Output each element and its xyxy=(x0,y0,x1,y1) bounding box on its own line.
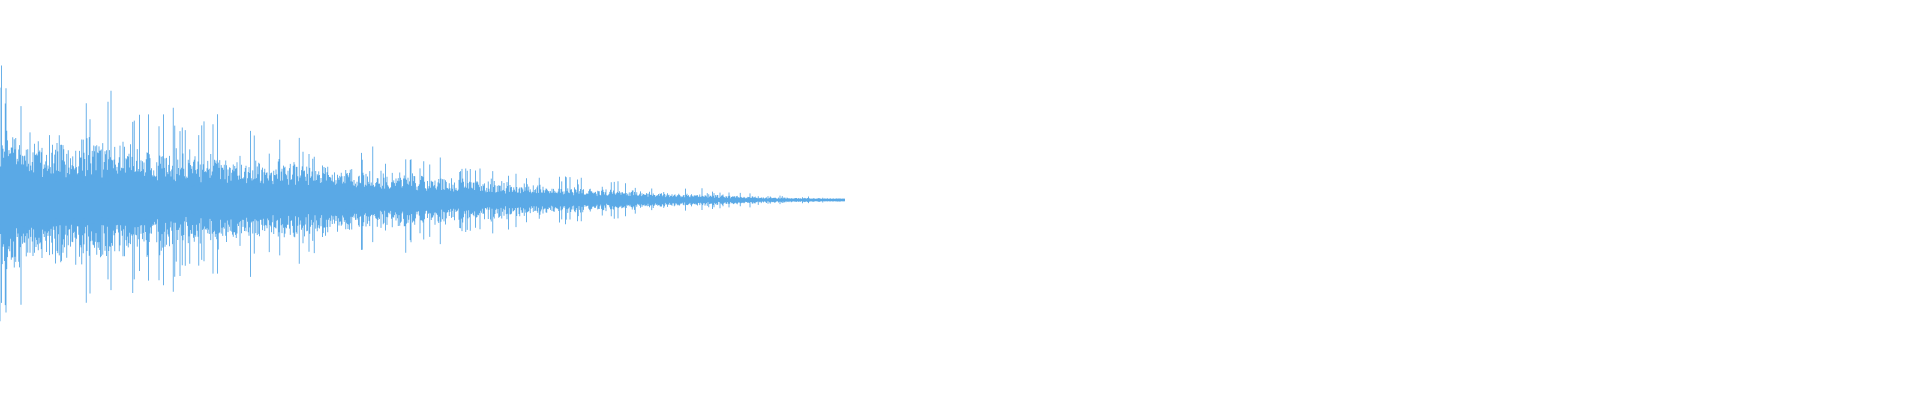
waveform-core xyxy=(0,171,845,229)
